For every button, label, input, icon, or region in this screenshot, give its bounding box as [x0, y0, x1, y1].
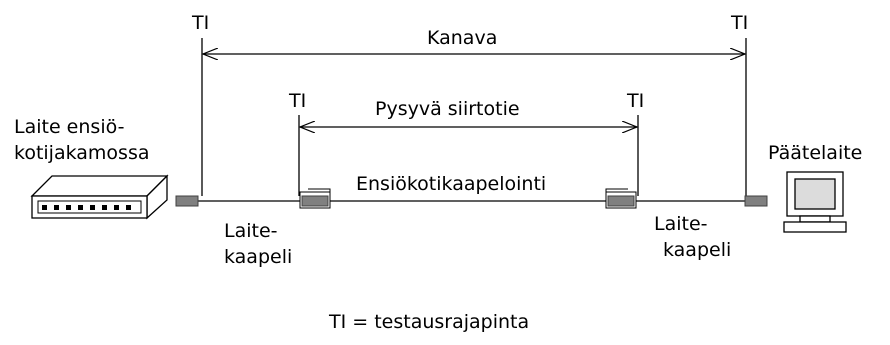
- permanent-link-label: Pysyvä siirtotie: [375, 98, 520, 120]
- channel-label: Kanava: [427, 27, 497, 49]
- cable-right-label-line2: kaapeli: [663, 239, 731, 261]
- computer-icon: [783, 171, 847, 233]
- cabling-label: Ensiökotikaapelointi: [356, 173, 546, 195]
- connector-icon: [744, 195, 768, 207]
- cable-left-label-line1: Laite-: [224, 220, 278, 242]
- ti-label-left-inner: TI: [288, 90, 306, 112]
- cable-right-label-line1: Laite-: [654, 213, 708, 235]
- cable-left-label-line2: kaapeli: [224, 246, 292, 268]
- device-label-line2: kotijakamossa: [14, 142, 150, 164]
- outlet-right-icon: [605, 188, 637, 209]
- outlet-left-icon: [299, 188, 331, 209]
- device-label-line1: Laite ensiö-: [14, 116, 124, 138]
- patch-panel-icon: [30, 174, 169, 220]
- ti-label-right-outer: TI: [730, 12, 748, 34]
- terminal-label: Päätelaite: [768, 142, 862, 164]
- ti-label-left-outer: TI: [191, 12, 209, 34]
- legend: TI = testausrajapinta: [328, 311, 529, 333]
- connector-icon: [175, 195, 199, 207]
- ti-label-right-inner: TI: [626, 90, 644, 112]
